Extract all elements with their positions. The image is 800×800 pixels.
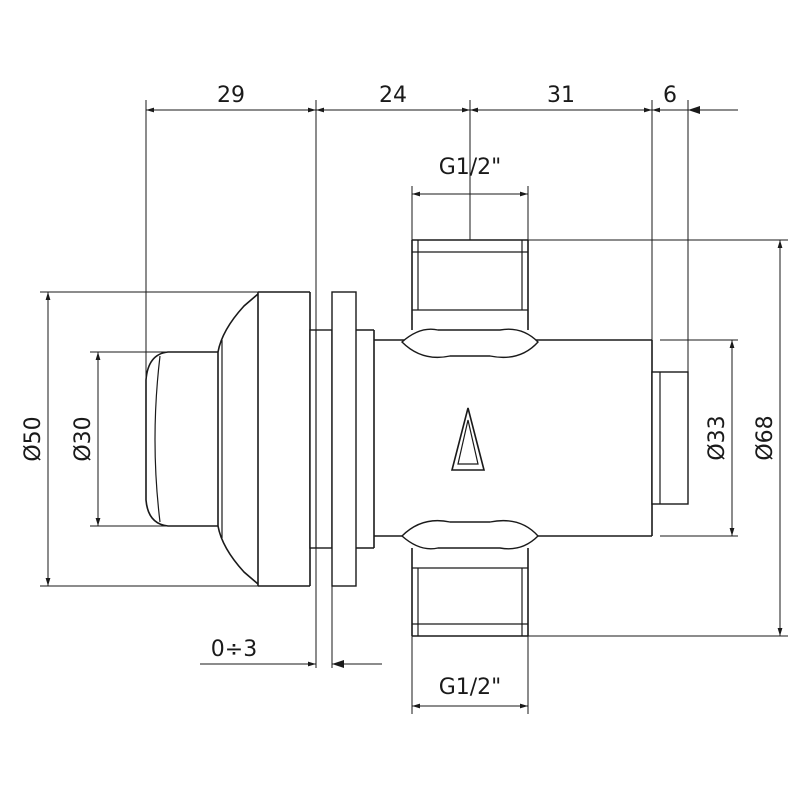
dim-label-diameter-30: Ø30 bbox=[71, 416, 96, 461]
dim-label-24: 24 bbox=[379, 83, 407, 108]
dim-label-diameter-68: Ø68 bbox=[753, 415, 778, 460]
dim-label-diameter-50: Ø50 bbox=[21, 416, 46, 461]
dim-label-thread-bottom: G1/2" bbox=[439, 675, 502, 700]
push-button-head bbox=[145, 291, 311, 587]
dim-label-adjust-range: 0÷3 bbox=[211, 637, 257, 662]
valve-body bbox=[356, 239, 689, 637]
dim-label-diameter-33: Ø33 bbox=[705, 415, 730, 460]
dim-label-thread-top: G1/2" bbox=[439, 155, 502, 180]
dim-label-6: 6 bbox=[663, 83, 677, 108]
dim-label-29: 29 bbox=[217, 83, 245, 108]
dimension-lines bbox=[40, 100, 788, 714]
wall-flange bbox=[309, 291, 357, 587]
dim-label-31: 31 bbox=[547, 83, 575, 108]
